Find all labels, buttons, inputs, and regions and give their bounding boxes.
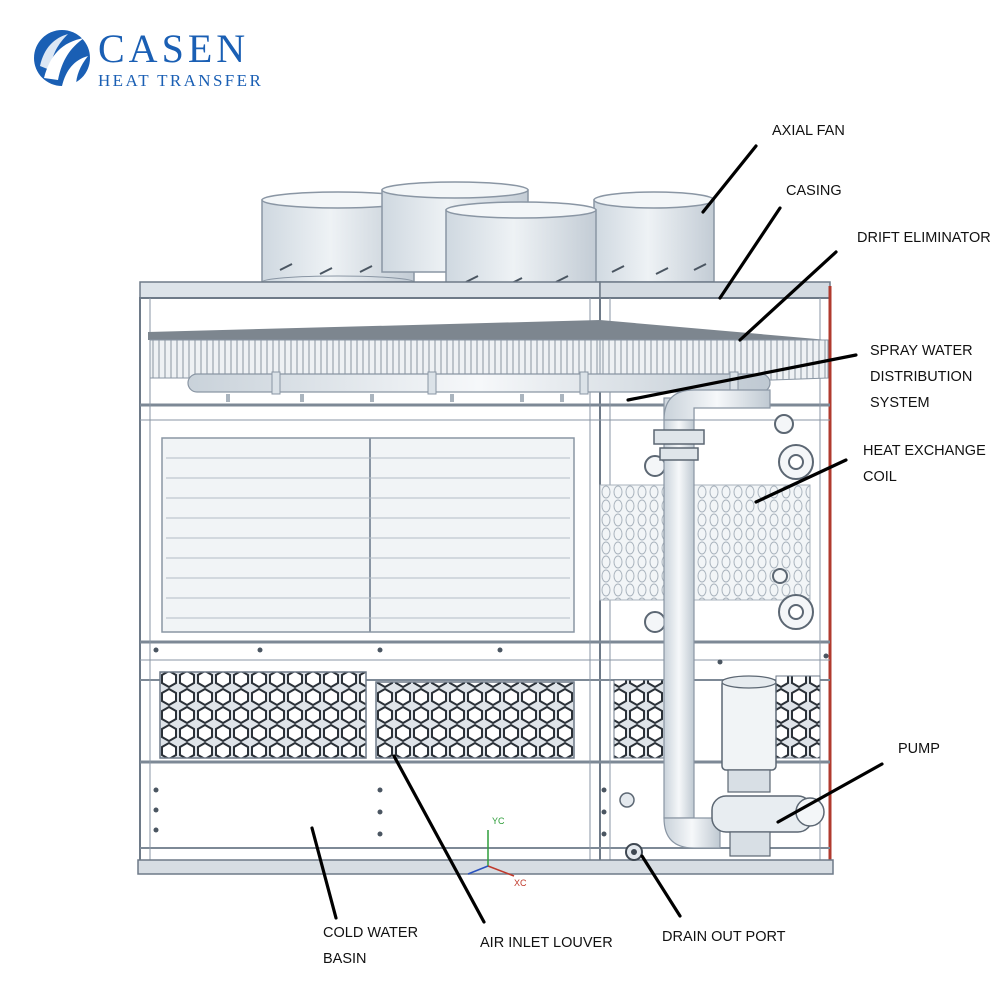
label-cold-water-line-2: BASIN [323,951,367,967]
label-spray-water-line-3: SYSTEM [870,395,930,411]
spray-water-distribution-pipe [187,371,771,402]
x-axis-line [487,865,515,877]
z-axis-line [467,865,489,875]
label-air-inlet-louver: AIR INLET LOUVER [480,935,613,951]
riser-pipe [653,389,771,849]
leader-casing [718,206,782,300]
leader-lines [310,144,884,924]
label-spray-water-line-1: SPRAY WATER [870,343,973,359]
label-heat-exchange-line-1: HEAT EXCHANGE [863,443,986,459]
frame-bolts [153,647,829,837]
label-casing: CASING [786,183,842,199]
pump [711,675,825,857]
leader-drain-out-port [640,854,682,918]
leader-cold-water-basin [310,826,338,920]
brand-tagline: HEAT TRANSFER [98,71,263,90]
label-cold-water-line-1: COLD WATER [323,925,418,941]
leader-heat-exchange-coil [754,458,848,504]
heat-exchange-coil [161,414,814,633]
drift-eliminator [148,320,829,387]
label-drain-out-port: DRAIN OUT PORT [662,929,786,945]
logo-mark-icon [34,30,90,86]
axial-fans [261,181,715,299]
label-drift-eliminator: DRIFT ELIMINATOR [857,230,991,246]
label-axial-fan: AXIAL FAN [772,123,845,139]
leader-drift-eliminator [738,250,838,342]
label-heat-exchange-line-2: COIL [863,469,897,485]
casen-logo: CASEN HEAT TRANSFER [34,26,263,90]
x-axis-label: XC [514,878,527,888]
leader-axial-fan [701,144,758,214]
air-inlet-louvers [159,671,821,759]
drain-out-port [619,792,643,861]
brand-name: CASEN [98,26,249,71]
label-pump: PUMP [898,741,940,757]
coordinate-axes: YC XC [467,816,527,888]
y-axis-label: YC [492,816,505,826]
leader-pump [776,762,884,824]
leader-air-inlet-louver [392,754,486,924]
label-spray-water-line-2: DISTRIBUTION [870,369,972,385]
leader-spray-water [626,353,858,402]
component-labels: AXIAL FAN CASING DRIFT ELIMINATOR SPRAY … [323,123,991,967]
